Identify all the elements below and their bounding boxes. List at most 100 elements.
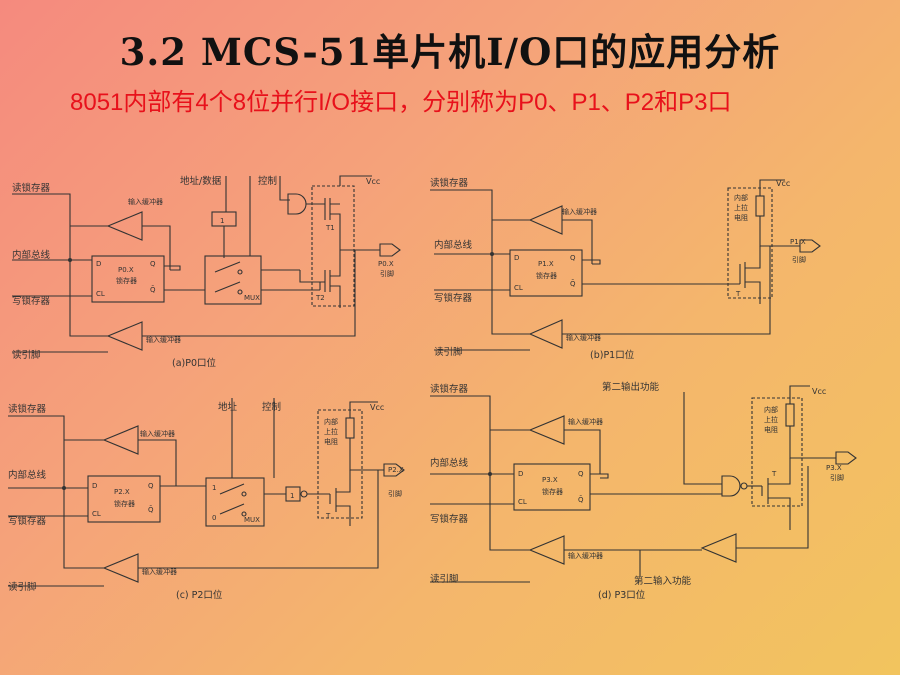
- svg-text:电阻: 电阻: [764, 425, 778, 434]
- p0-control-label: 控制: [258, 175, 277, 187]
- p1-latch-qbar: Q̄: [570, 279, 576, 288]
- p2-caption: (c) P2口位: [176, 589, 223, 601]
- p0-top-buffer: [106, 211, 143, 241]
- p3-pullup-resistor: [785, 403, 795, 427]
- p3-pullup-label: 内部: [764, 405, 778, 414]
- p3-caption: (d) P3口位: [598, 589, 646, 601]
- svg-text:上拉: 上拉: [764, 415, 778, 424]
- p3-read-pin-label: 读引脚: [430, 573, 459, 585]
- p3-top-buffer-label: 输入缓冲器: [568, 417, 603, 426]
- p2-inverter: [285, 486, 301, 502]
- svg-text:上拉: 上拉: [734, 203, 748, 212]
- p2-read-latch-label: 读锁存器: [8, 403, 47, 415]
- p2-latch-box: [87, 475, 161, 523]
- svg-text:引脚: 引脚: [380, 269, 394, 278]
- p3-top-buffer: [528, 415, 565, 445]
- p1-pin-connector: [799, 239, 821, 253]
- p1-caption: (b)P1口位: [590, 349, 635, 361]
- p2-pullup-label: 内部: [324, 417, 338, 426]
- p0-mux-label: MUX: [244, 294, 260, 302]
- diagram-p3: 读锁存器 内部总线 写锁存器 读引脚 输入缓冲器 D CL Q Q̄ P3.X …: [430, 381, 857, 601]
- svg-text:1: 1: [212, 484, 216, 492]
- p3-pin-label: P3.X: [826, 464, 842, 472]
- p1-read-latch-label: 读锁存器: [430, 177, 469, 189]
- p1-pullup-resistor: [755, 195, 765, 217]
- p3-write-latch-label: 写锁存器: [430, 513, 469, 525]
- p1-latch-name: P1.X: [538, 260, 554, 268]
- p2-control-label: 控制: [262, 401, 281, 413]
- p3-internal-bus-label: 内部总线: [430, 457, 469, 469]
- p0-bottom-buffer: [106, 321, 143, 351]
- p0-and-gate: [287, 193, 307, 215]
- p3-latch-box: [513, 463, 591, 511]
- svg-text:电阻: 电阻: [734, 213, 748, 222]
- p1-driver-box: [727, 187, 773, 299]
- p0-t1: T1: [325, 224, 335, 232]
- p3-second-output-label: 第二输出功能: [602, 381, 660, 393]
- p2-latch-q: Q: [148, 482, 154, 490]
- p0-top-buffer-label: 输入缓冲器: [128, 197, 163, 206]
- p0-latch-box: [91, 255, 165, 303]
- p3-vcc: Vcc: [812, 387, 826, 396]
- p1-top-buffer: [528, 205, 563, 235]
- p0-write-latch-label: 写锁存器: [12, 295, 51, 307]
- diagram-p0: 读锁存器 内部总线 写锁存器 读引脚 输入缓冲器 D CL Q Q̄ P0.X …: [12, 175, 401, 369]
- p3-bottom-buffer: [528, 535, 565, 565]
- p0-latch-qbar: Q̄: [150, 285, 156, 294]
- p2-read-pin-label: 读引脚: [8, 581, 37, 593]
- p0-read-latch-wire: [12, 193, 71, 258]
- p3-driver-box: [751, 397, 803, 507]
- p2-latch-qbar: Q̄: [148, 505, 154, 514]
- p2-latch-cl: CL: [92, 510, 101, 518]
- p2-latch-name: P2.X: [114, 488, 130, 496]
- diagram-p2: 读锁存器 内部总线 写锁存器 读引脚 输入缓冲器 D CL Q Q̄ P2.X …: [8, 398, 405, 601]
- diagram-p1: 读锁存器 内部总线 写锁存器 读引脚 输入缓冲器 D CL Q Q̄ P1.X …: [430, 177, 821, 361]
- slide-title: 3.2 MCS-51单片机I/O口的应用分析: [119, 30, 781, 74]
- p1-latch-box: [509, 249, 583, 297]
- p0-latch-d: D: [96, 260, 101, 268]
- p0-fet-box: [311, 185, 355, 307]
- p1-latch-sub: 锁存器: [536, 271, 557, 280]
- svg-text:0: 0: [212, 514, 216, 522]
- p2-vcc: Vcc: [370, 403, 384, 412]
- p0-vcc: Vcc: [366, 177, 380, 186]
- p0-bottom-buffer-label: 输入缓冲器: [146, 335, 181, 344]
- p2-bottom-buffer: [102, 553, 139, 583]
- p1-latch-q: Q: [570, 254, 576, 262]
- p0-pin-label: P0.X: [378, 260, 394, 268]
- p2-internal-bus-label: 内部总线: [8, 469, 47, 481]
- p2-latch-d: D: [92, 482, 97, 490]
- p3-bottom-buffer-label: 输入缓冲器: [568, 551, 603, 560]
- p3-latch-q: Q: [578, 470, 584, 478]
- p3-second-input-label: 第二输入功能: [634, 575, 692, 587]
- p3-latch-name: P3.X: [542, 476, 558, 484]
- p1-latch-cl: CL: [514, 284, 523, 292]
- p0-read-pin-label: 读引脚: [12, 349, 41, 361]
- p3-latch-cl: CL: [518, 498, 527, 506]
- p0-latch-q: Q: [150, 260, 156, 268]
- p0-latch-sub: 锁存器: [116, 276, 137, 285]
- p3-t: T: [771, 470, 777, 478]
- p2-write-latch-label: 写锁存器: [8, 515, 47, 527]
- p0-read-latch-label: 读锁存器: [12, 182, 51, 194]
- p1-pin-label: P1.X: [790, 238, 806, 246]
- p2-pin-connector: [383, 463, 405, 477]
- p2-mux: [205, 477, 265, 527]
- svg-text:1: 1: [220, 217, 224, 225]
- p0-internal-bus-label: 内部总线: [12, 249, 51, 261]
- p2-driver-box: [317, 409, 363, 519]
- svg-text:电阻: 电阻: [324, 437, 338, 446]
- p0-t2: T2: [315, 294, 325, 302]
- p1-bottom-buffer-label: 输入缓冲器: [566, 333, 601, 342]
- p3-latch-sub: 锁存器: [542, 487, 563, 496]
- svg-text:引脚: 引脚: [388, 489, 402, 498]
- p1-vcc: Vcc: [776, 179, 790, 188]
- p2-top-buffer-label: 输入缓冲器: [140, 429, 175, 438]
- p1-read-pin-label: 读引脚: [434, 346, 463, 358]
- p1-top-buffer-label: 输入缓冲器: [562, 207, 597, 216]
- p3-latch-qbar: Q̄: [578, 495, 584, 504]
- p3-read-latch-label: 读锁存器: [430, 383, 469, 395]
- p1-latch-d: D: [514, 254, 519, 262]
- p0-mux: [204, 255, 262, 305]
